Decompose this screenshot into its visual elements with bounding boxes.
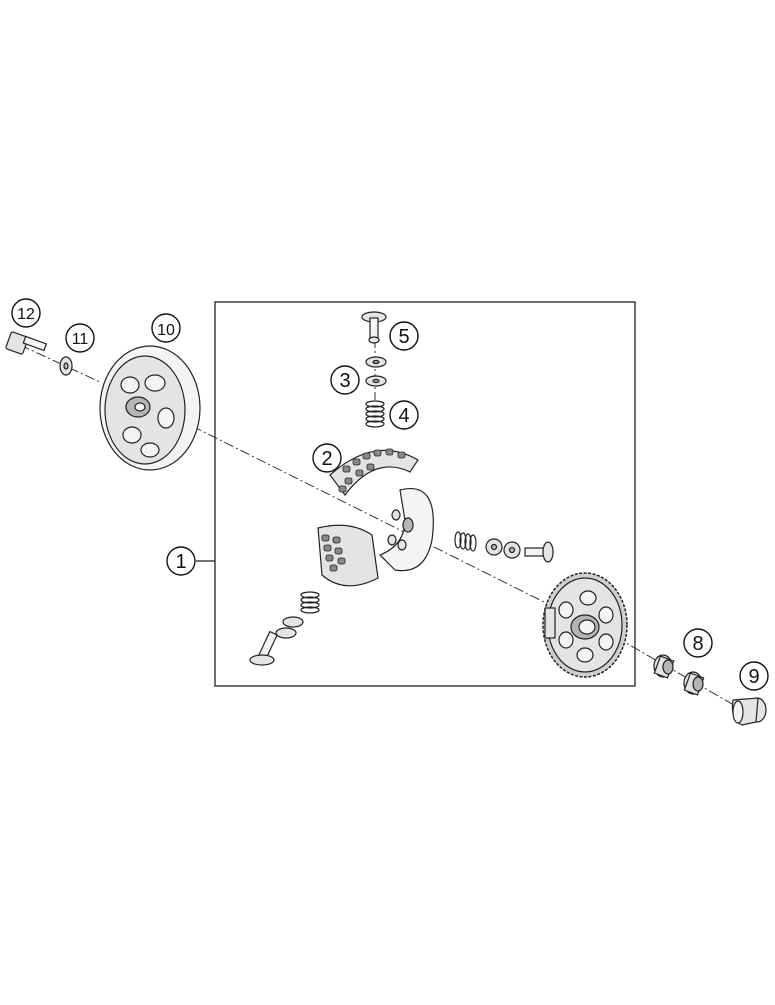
callout-12: 12 — [11, 298, 41, 328]
pin-part-lower — [249, 630, 278, 666]
washer-pair-part-right — [485, 538, 521, 559]
callout-10: 10 — [151, 313, 181, 343]
callout-11: 11 — [65, 323, 95, 353]
callout-3: 3 — [330, 365, 360, 395]
spring-part-lower — [300, 591, 320, 614]
clutch-drum-part — [99, 345, 201, 471]
callout-8: 8 — [683, 628, 713, 658]
clutch-shoe-lower-part — [317, 524, 379, 587]
callout-2: 2 — [312, 443, 342, 473]
assembly-frame — [214, 301, 636, 687]
spring-part — [365, 400, 385, 428]
svg-text:11: 11 — [72, 331, 89, 348]
clutch-carrier-part — [378, 488, 434, 572]
svg-text:12: 12 — [17, 306, 35, 323]
pin-part-top — [361, 311, 387, 344]
sprocket-gear-part — [542, 572, 628, 678]
bolt-part — [5, 331, 48, 355]
washer-pair-part — [365, 356, 387, 387]
callout-9: 9 — [739, 661, 769, 691]
svg-text:1: 1 — [175, 551, 186, 573]
svg-text:3: 3 — [339, 370, 350, 392]
svg-text:8: 8 — [692, 633, 703, 655]
washer-part — [59, 356, 73, 376]
spring-part-right — [454, 531, 477, 552]
svg-text:2: 2 — [321, 448, 332, 470]
clutch-shoe-upper-part — [329, 448, 419, 496]
callout-1: 1 — [166, 546, 196, 576]
svg-text:5: 5 — [398, 326, 409, 348]
svg-text:10: 10 — [157, 322, 175, 339]
callout-4: 4 — [389, 400, 419, 430]
washer-pair-part-lower — [275, 616, 304, 639]
svg-text:9: 9 — [748, 666, 759, 688]
pin-part-right — [524, 541, 554, 563]
sleeve-part — [731, 697, 767, 726]
svg-text:4: 4 — [398, 405, 409, 427]
bushing-pair-part — [653, 654, 705, 696]
callout-5: 5 — [389, 321, 419, 351]
